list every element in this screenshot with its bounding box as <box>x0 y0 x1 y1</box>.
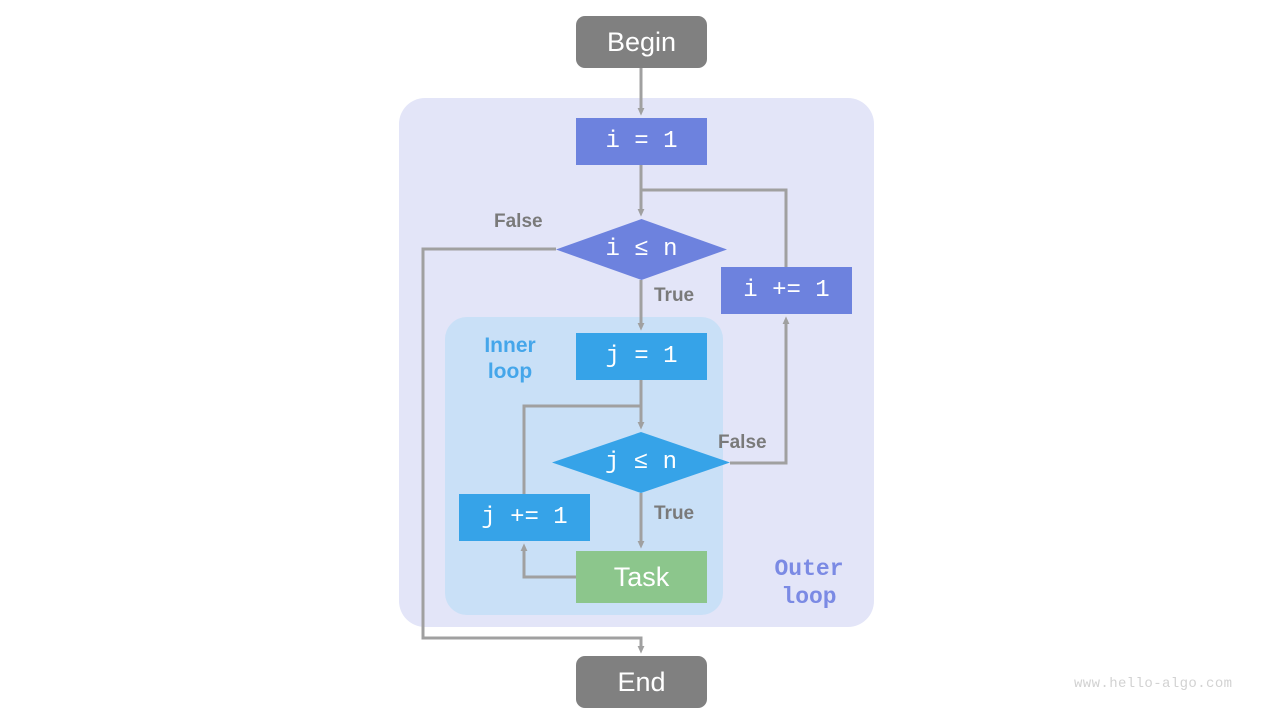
edge-label-i-true: True <box>654 285 695 306</box>
outer-loop-label: Outer loop <box>774 556 844 611</box>
inner-loop-label: Inner loop <box>484 334 536 383</box>
node-i-increment[interactable]: i += 1 <box>721 267 852 314</box>
node-i-init[interactable]: i = 1 <box>576 118 707 165</box>
watermark: www.hello-algo.com <box>1074 676 1233 692</box>
node-i-condition[interactable]: i ≤ n <box>556 219 727 280</box>
edge-label-j-true: True <box>654 503 695 524</box>
node-j-increment[interactable]: j += 1 <box>459 494 590 541</box>
node-j-condition-label: j ≤ n <box>604 449 677 476</box>
node-j-init[interactable]: j = 1 <box>576 333 707 380</box>
node-task[interactable]: Task <box>576 551 707 603</box>
edge-label-j-false: False <box>718 432 767 453</box>
node-end[interactable]: End <box>576 656 707 708</box>
edge-label-i-false: False <box>494 211 543 232</box>
node-i-condition-label: i ≤ n <box>605 236 678 263</box>
node-j-condition[interactable]: j ≤ n <box>552 432 730 493</box>
node-begin[interactable]: Begin <box>576 16 707 68</box>
